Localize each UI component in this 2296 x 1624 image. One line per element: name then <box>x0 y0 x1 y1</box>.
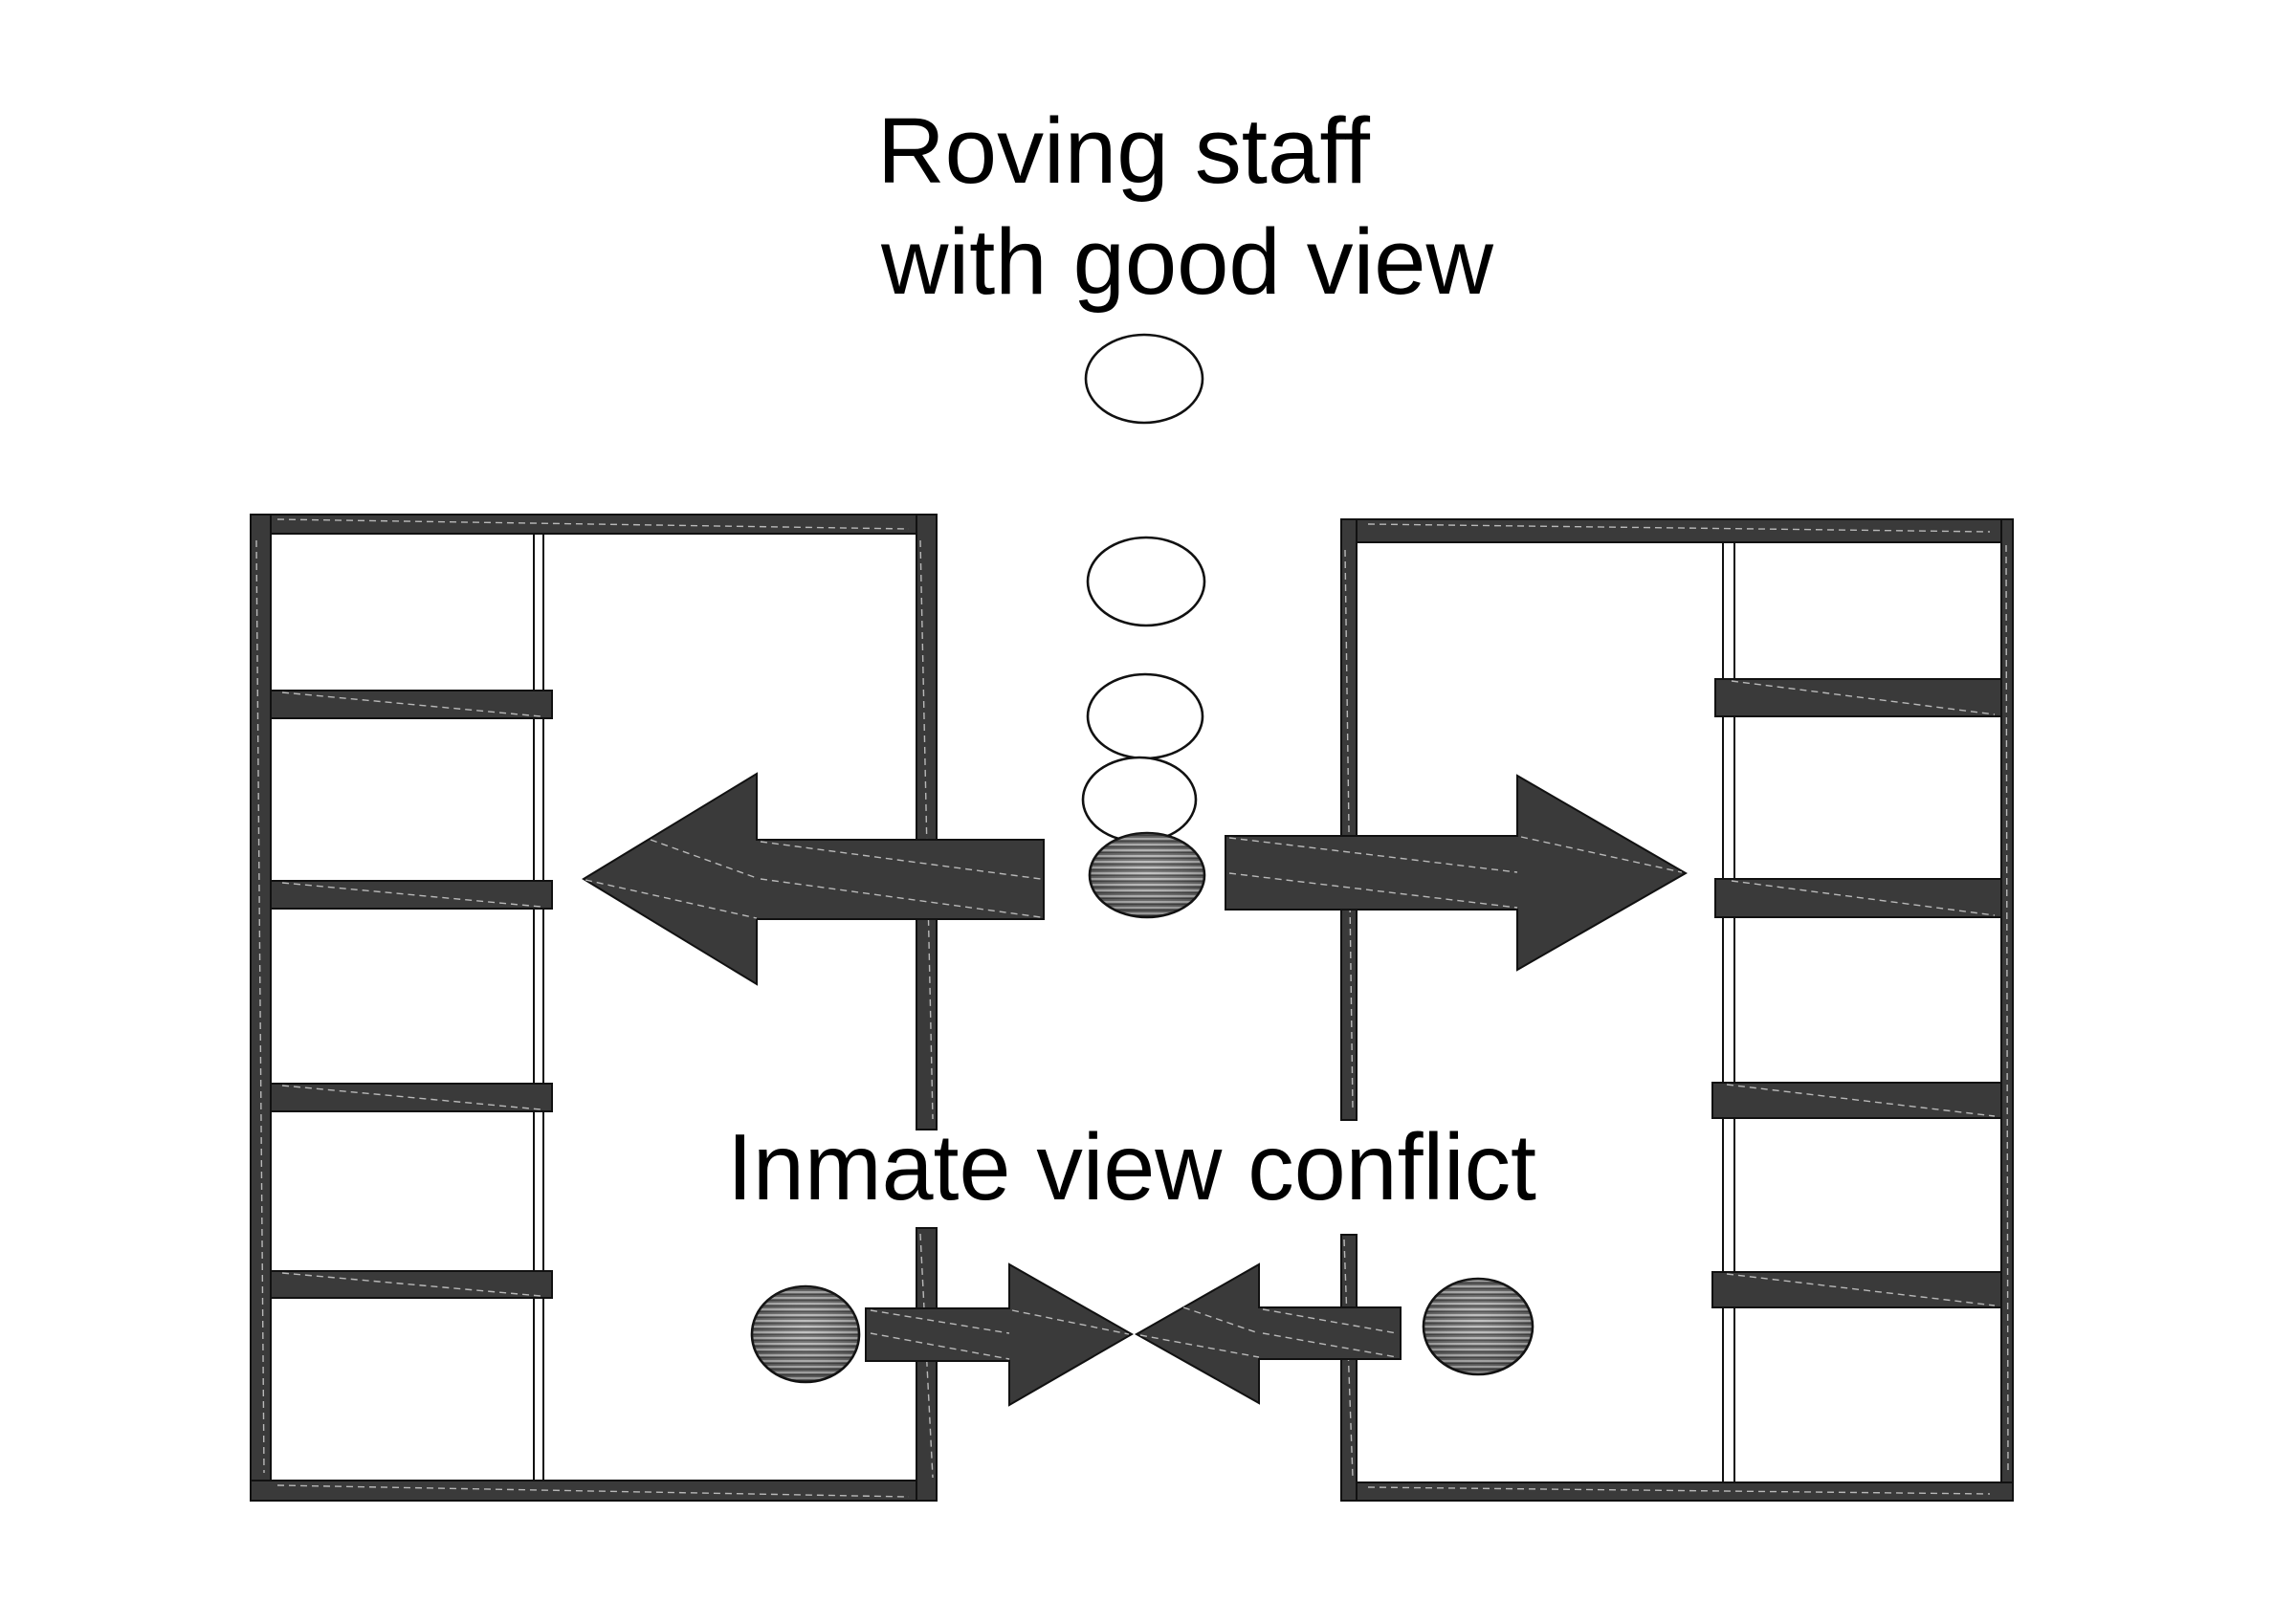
staff-position-1 <box>1084 333 1204 425</box>
staff-position-3 <box>1086 672 1204 760</box>
conflict-label: Inmate view conflict <box>727 1114 1536 1219</box>
staff-position-4 <box>1081 756 1198 844</box>
inmates <box>750 1277 1534 1384</box>
title-label: Roving staff with good view <box>877 99 1494 314</box>
roving-staff-path <box>1081 333 1206 844</box>
right-unit-bottom-wall <box>1340 1481 2014 1502</box>
inmate-view-arrow-left <box>865 1262 1135 1407</box>
arrow-left-icon <box>582 772 1045 986</box>
staff-view-arrow-right <box>1225 774 1689 972</box>
arrow-right-icon <box>1225 774 1689 972</box>
left-unit-rail <box>533 533 544 1481</box>
staff-view-arrow-left <box>582 772 1045 986</box>
title-line-1: Roving staff <box>877 99 1371 203</box>
title-line-2: with good view <box>880 209 1494 314</box>
staff-position-2 <box>1086 536 1206 627</box>
inmate-view-arrow-right <box>1134 1262 1402 1405</box>
arrow-right-icon <box>865 1262 1135 1407</box>
right-housing-unit <box>1340 518 2014 1502</box>
left-unit-left-wall <box>250 514 272 1502</box>
right-unit-cell-partitions <box>1711 678 2002 1308</box>
right-unit-rail <box>1722 541 1735 1483</box>
left-unit-cell-partitions <box>270 690 553 1299</box>
left-housing-unit <box>250 514 938 1502</box>
roving-staff-member <box>1088 831 1206 919</box>
